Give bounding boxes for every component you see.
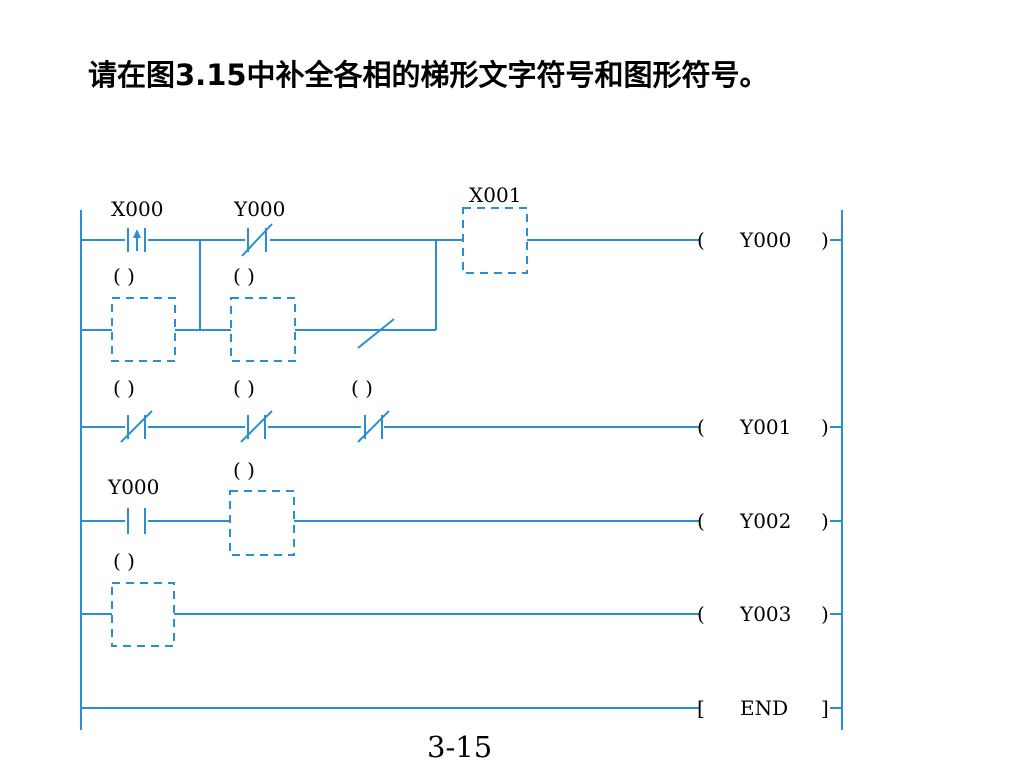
svg-text:]: ] — [821, 696, 829, 720]
output-label: Y000 — [739, 228, 791, 252]
output-y002: ( Y002 ) — [697, 509, 829, 533]
label-x000: X000 — [111, 197, 163, 221]
blank-box-r4 — [229, 490, 295, 556]
label-y000: Y000 — [233, 197, 285, 221]
svg-text:(: ( — [697, 415, 705, 439]
missing-contact-slash — [357, 318, 395, 349]
svg-text:): ) — [821, 602, 829, 626]
svg-text:): ) — [821, 509, 829, 533]
svg-text:(: ( — [697, 602, 705, 626]
figure-caption: 3-15 — [427, 730, 492, 764]
blank-label: ( ) — [351, 376, 373, 400]
blank-box-r2-2 — [230, 297, 296, 362]
svg-text:): ) — [821, 415, 829, 439]
blank-box-r5 — [111, 582, 175, 647]
output-label: Y002 — [739, 509, 791, 533]
output-y003: ( Y003 ) — [697, 602, 829, 626]
blank-label: ( ) — [113, 376, 135, 400]
blank-box-x001 — [462, 207, 528, 274]
label-x001: X001 — [469, 183, 521, 207]
output-y001: ( Y001 ) — [697, 415, 829, 439]
svg-text:(: ( — [697, 228, 705, 252]
output-label: Y001 — [739, 415, 791, 439]
question-title: 请在图3.15中补全各相的梯形文字符号和图形符号。 — [88, 58, 769, 92]
output-end: [ END ] — [697, 696, 829, 720]
blank-label: ( ) — [233, 376, 255, 400]
blank-label: ( ) — [233, 458, 255, 482]
svg-text:[: [ — [697, 696, 705, 720]
blank-label: ( ) — [113, 549, 135, 573]
output-y000: ( Y000 ) — [697, 228, 829, 252]
label-y000-row4: Y000 — [107, 475, 159, 499]
blank-label: ( ) — [233, 264, 255, 288]
output-label: Y003 — [739, 602, 791, 626]
blank-label: ( ) — [113, 264, 135, 288]
output-label: END — [740, 696, 788, 720]
blank-box-r2-1 — [111, 297, 176, 362]
svg-text:): ) — [821, 228, 829, 252]
svg-text:(: ( — [697, 509, 705, 533]
